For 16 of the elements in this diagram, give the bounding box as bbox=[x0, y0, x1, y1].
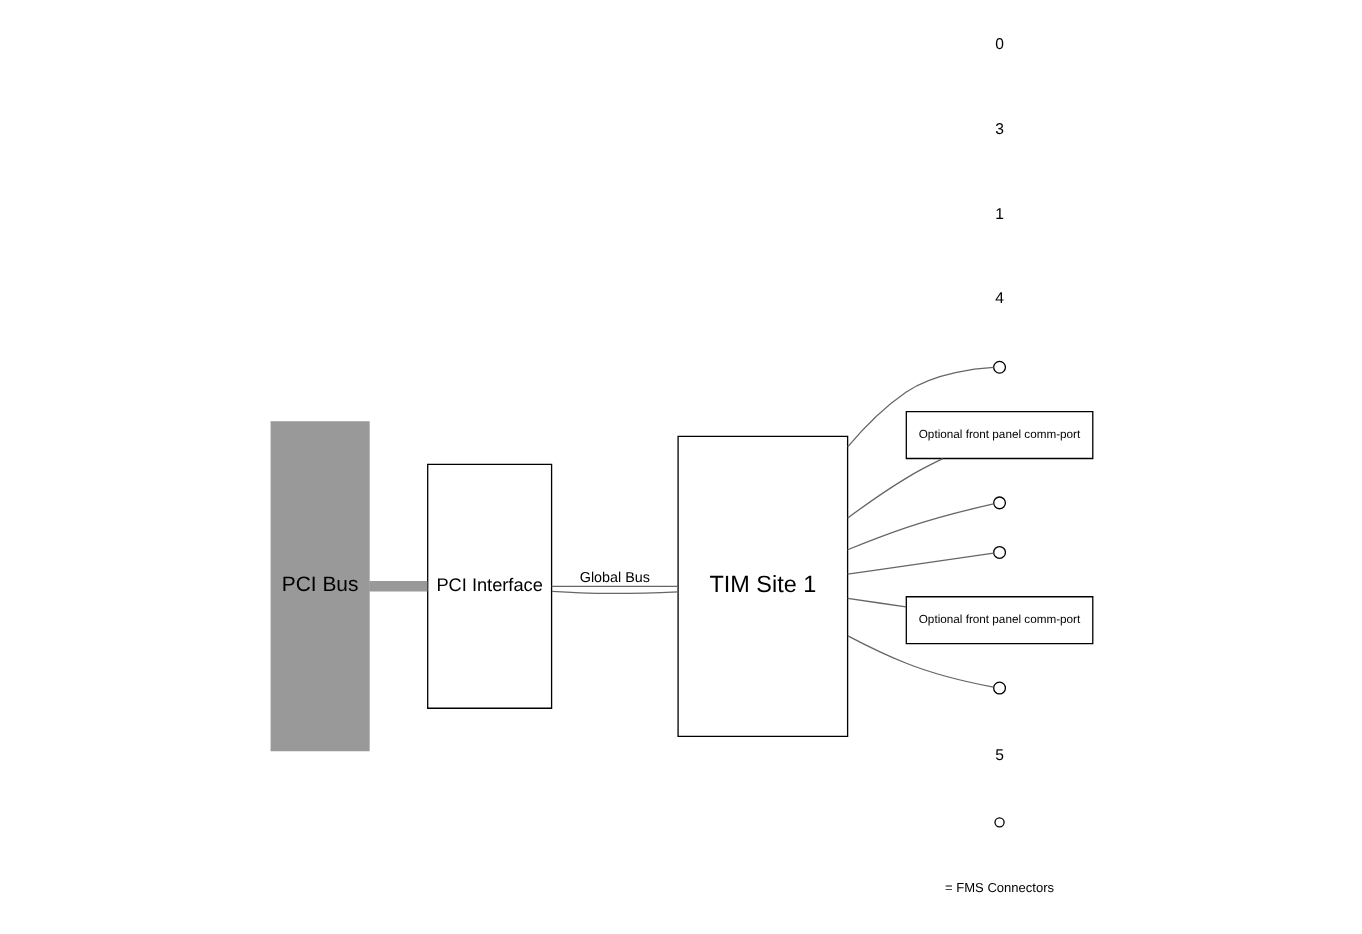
connector bbox=[846, 366, 994, 448]
node-box: TIM Site 1 bbox=[676, 435, 848, 737]
node-box: PCI Interface bbox=[426, 463, 552, 709]
connector bbox=[368, 581, 427, 592]
node-circle bbox=[992, 545, 1006, 559]
node-circle bbox=[992, 681, 1006, 695]
connector bbox=[846, 552, 994, 575]
node-circle bbox=[992, 496, 1006, 510]
node-box: PCI Bus bbox=[269, 421, 369, 752]
connector bbox=[846, 635, 994, 688]
connector bbox=[846, 458, 943, 519]
connector bbox=[846, 597, 906, 608]
node-circle bbox=[992, 360, 1006, 374]
connector bbox=[550, 585, 678, 587]
connector bbox=[550, 590, 678, 595]
connector bbox=[846, 503, 994, 551]
